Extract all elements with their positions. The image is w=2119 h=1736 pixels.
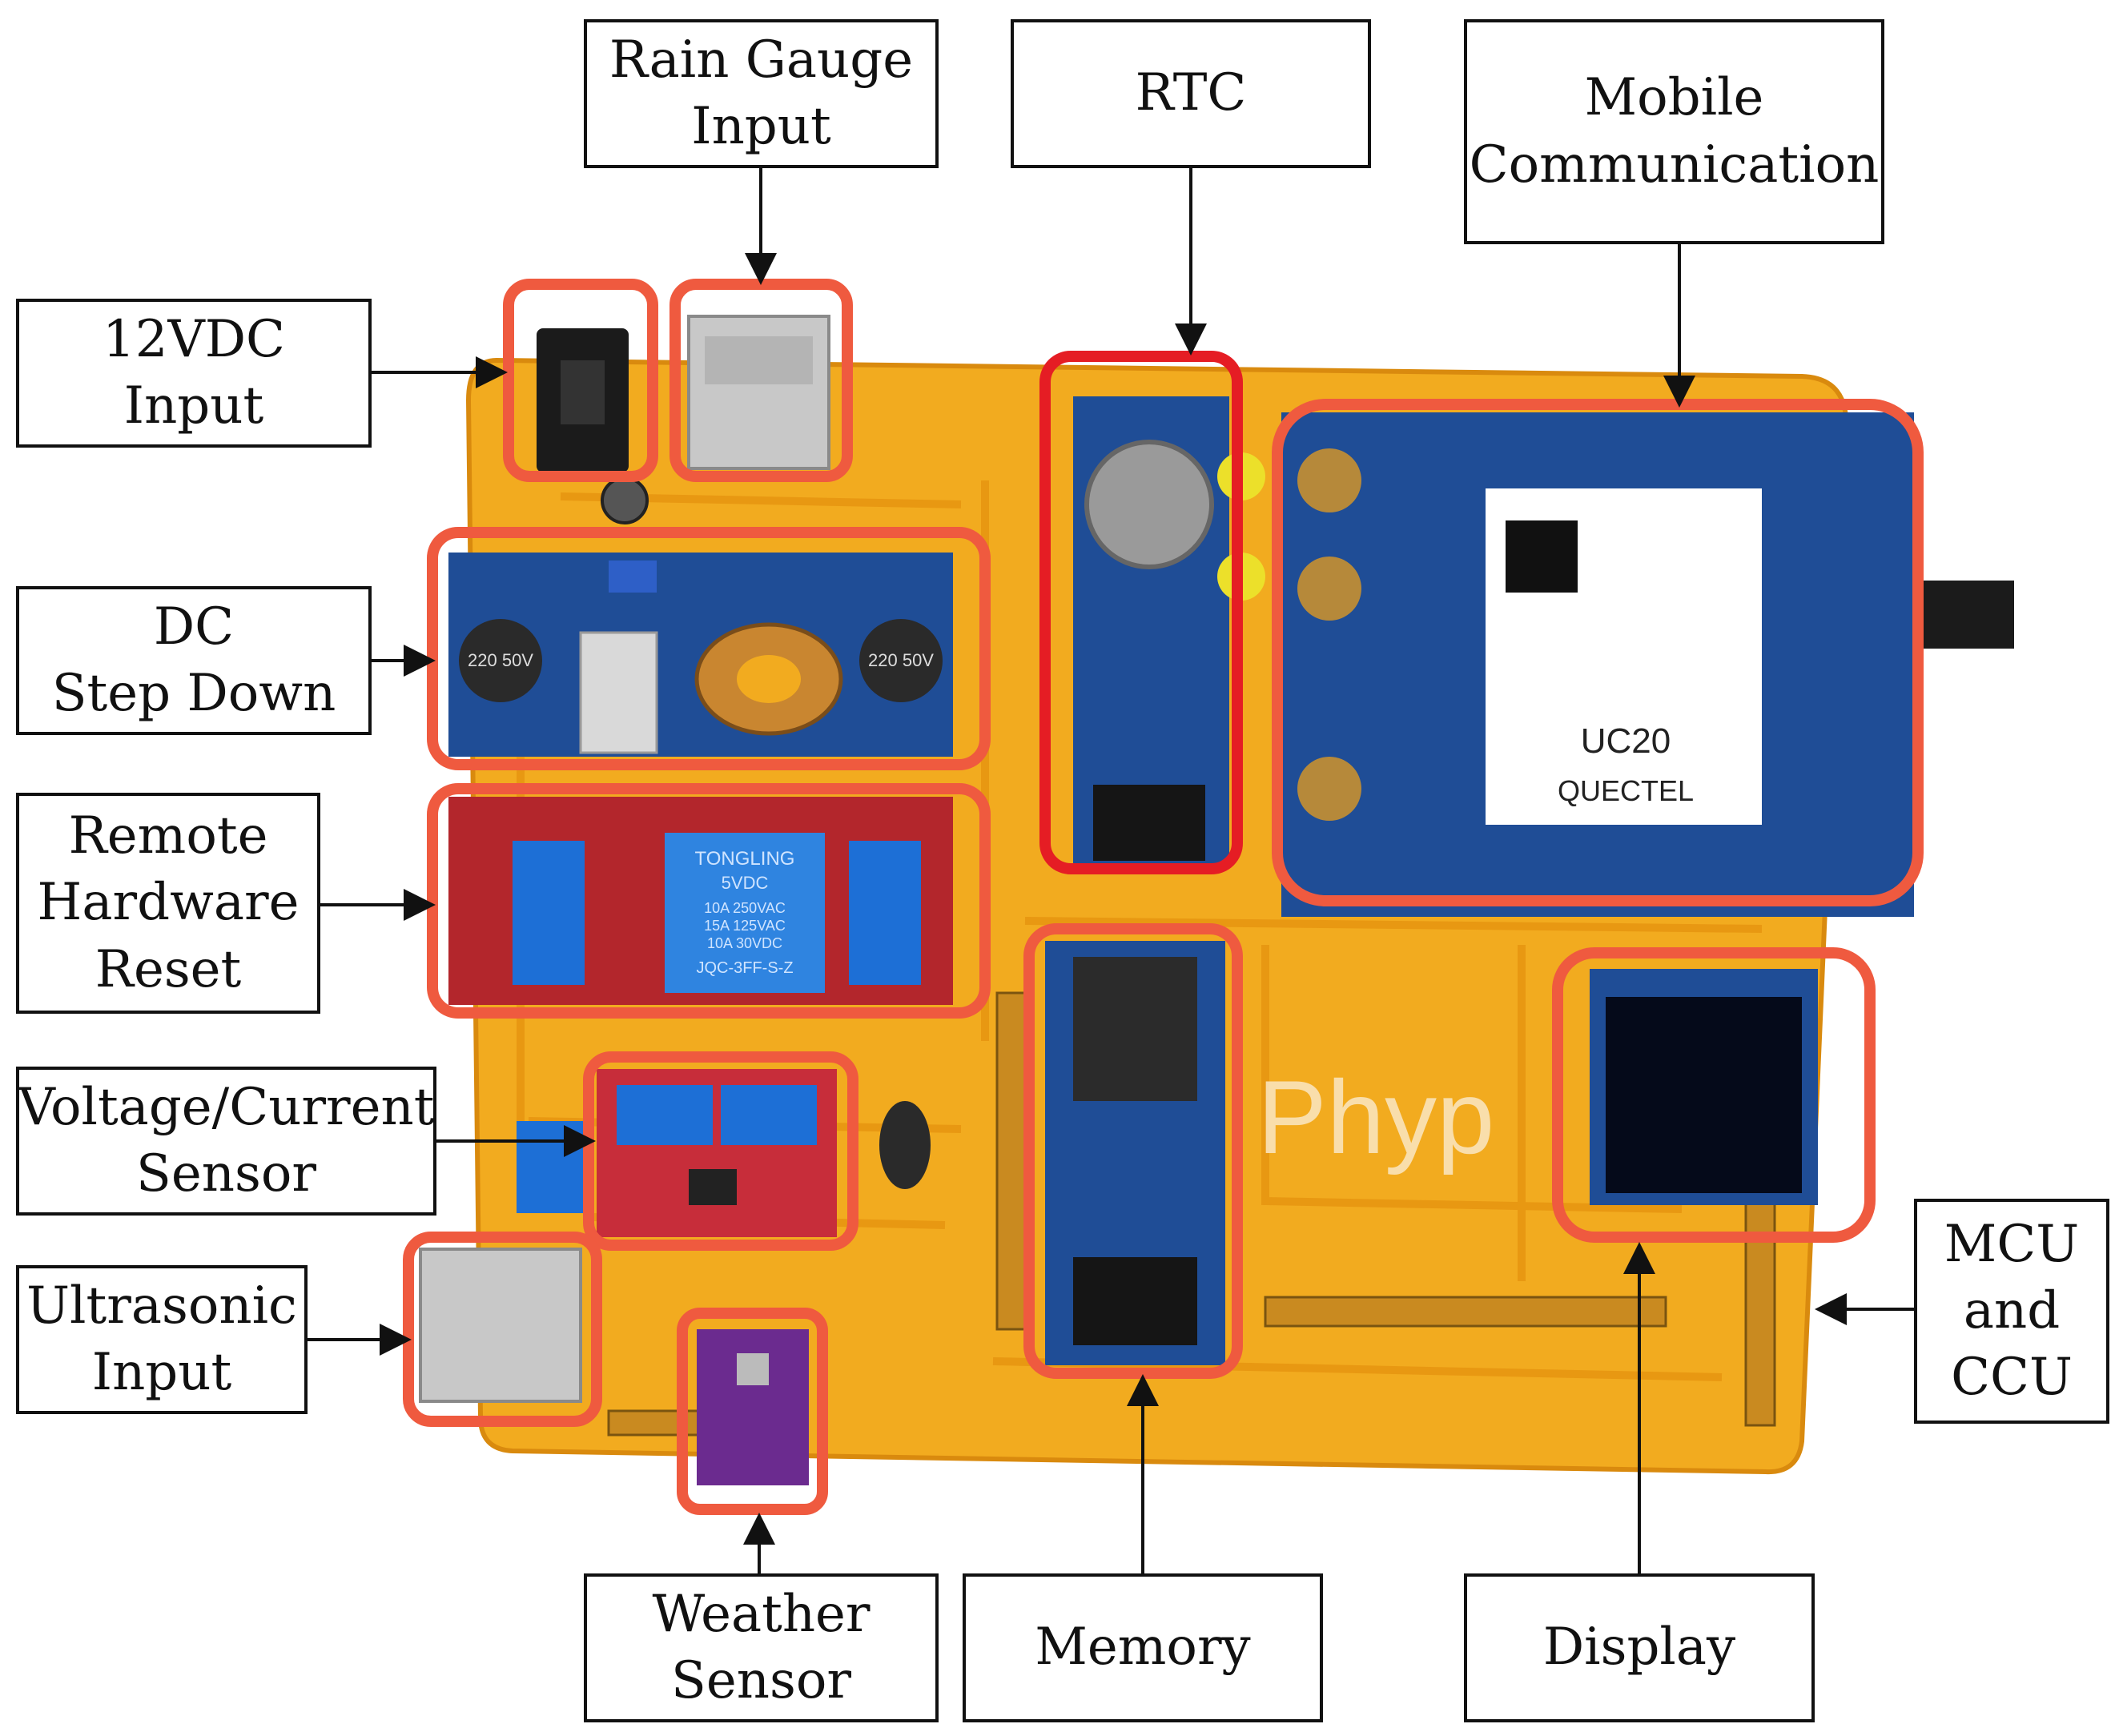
label-mobile-communication: Mobile Communication <box>1464 19 1884 244</box>
label-ultrasonic-input: Ultrasonic Input <box>16 1265 308 1414</box>
relay-brand-text: TONGLING <box>695 848 795 870</box>
weather-sensor-module <box>697 1329 809 1485</box>
relay-voltage-text: 5VDC <box>722 873 769 893</box>
highlight-12vdc <box>503 279 658 482</box>
label-mcu-and-ccu: MCU and CCU <box>1914 1199 2109 1424</box>
weather-sensor-chip <box>737 1353 769 1385</box>
cap-right-text: 220 50V <box>868 650 934 670</box>
modem-model-text: UC20 <box>1581 721 1671 761</box>
label-rain-gauge-input: Rain Gauge Input <box>584 19 939 168</box>
board-logo: Phyp <box>1257 1059 1494 1175</box>
ultrasonic-connector <box>419 1248 582 1403</box>
cap-left-text: 220 50V <box>468 650 533 670</box>
modem-brand-text: QUECTEL <box>1558 774 1694 807</box>
highlight-mobile <box>1272 399 1924 906</box>
relay-model-text: JQC-3FF-S-Z <box>696 959 793 977</box>
label-display: Display <box>1464 1573 1815 1722</box>
highlight-display <box>1552 947 1876 1243</box>
label-weather-sensor: Weather Sensor <box>584 1573 939 1722</box>
relay-rating-1-text: 10A 250VAC <box>704 900 786 916</box>
highlight-rtc <box>1039 351 1243 874</box>
mobile-module: UC20 QUECTEL <box>1281 412 2014 917</box>
memory-module <box>1045 941 1225 1365</box>
relay-rating-3-text: 10A 30VDC <box>707 935 782 951</box>
label-remote-hardware-reset: Remote Hardware Reset <box>16 793 320 1014</box>
label-dc-step-down: DC Step Down <box>16 586 372 735</box>
relay-module: TONGLING 5VDC 10A 250VAC 15A 125VAC 10A … <box>448 797 953 1005</box>
display-module <box>1590 969 1818 1205</box>
label-12vdc-input: 12VDC Input <box>16 299 372 448</box>
label-voltage-current-sensor: Voltage/Current Sensor <box>16 1067 436 1216</box>
label-memory: Memory <box>963 1573 1323 1722</box>
dc-step-down-module: 220 50V 220 50V <box>448 553 953 757</box>
voltage-current-module <box>517 1069 931 1237</box>
rj-connector-icon <box>687 315 830 470</box>
relay-rating-2-text: 15A 125VAC <box>704 918 786 934</box>
highlight-memory <box>1023 923 1243 1379</box>
label-rtc: RTC <box>1011 19 1371 168</box>
dc-jack-icon <box>537 328 649 524</box>
highlight-weather <box>677 1308 828 1515</box>
